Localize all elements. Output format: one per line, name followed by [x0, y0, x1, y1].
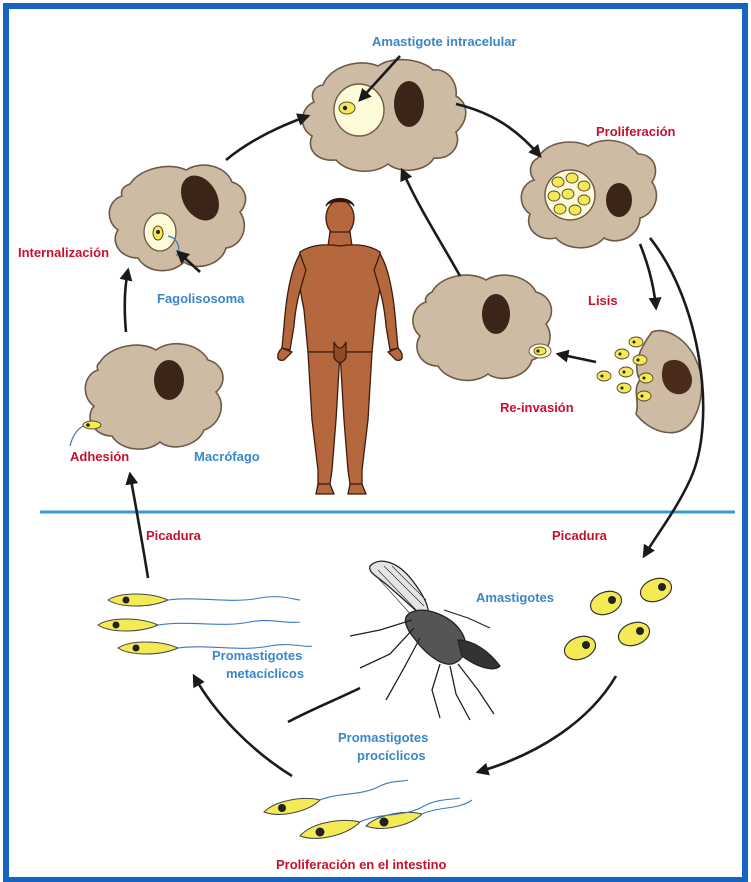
- macrophage-internalization: [109, 165, 245, 272]
- label-amastigotes: Amastigotes: [476, 590, 554, 605]
- macrophage-lysed: [597, 331, 702, 433]
- label-picadura-right: Picadura: [552, 528, 608, 543]
- macrophage-adhesion: [70, 344, 223, 449]
- label-promastigotes-metaciclicos-line1: Promastigotes: [212, 648, 302, 663]
- procyclic-promastigotes: [264, 780, 472, 838]
- human-figure-icon: [278, 199, 403, 495]
- label-picadura-left: Picadura: [146, 528, 202, 543]
- label-promastigotes-metaciclicos-line2: metacíclicos: [226, 666, 304, 681]
- nucleus: [394, 81, 424, 127]
- label-proliferacion: Proliferación: [596, 124, 676, 139]
- nucleus: [606, 183, 632, 217]
- nucleus: [154, 360, 184, 400]
- macrophage-proliferation: [521, 140, 656, 247]
- label-reinvasion: Re-invasión: [500, 400, 574, 415]
- label-macrofago: Macrófago: [194, 449, 260, 464]
- amastigote-icon: [561, 574, 675, 664]
- label-internalizacion: Internalización: [18, 245, 109, 260]
- label-adhesion: Adhesión: [70, 449, 129, 464]
- label-proliferacion-intestino: Proliferación en el intestino: [276, 857, 447, 872]
- label-amastigote-intracelular: Amastigote intracelular: [372, 34, 517, 49]
- label-lisis: Lisis: [588, 293, 618, 308]
- label-promastigotes-prociclicos-line2: procíclicos: [357, 748, 426, 763]
- macrophage-top: [302, 56, 465, 171]
- macrophage-reinvasion: [413, 275, 552, 380]
- promastigote-icon: [98, 594, 312, 654]
- label-promastigotes-prociclicos-line1: Promastigotes: [338, 730, 428, 745]
- label-fagolisosoma: Fagolisosoma: [157, 291, 245, 306]
- sandfly-icon: [350, 561, 500, 720]
- nucleus: [482, 294, 510, 334]
